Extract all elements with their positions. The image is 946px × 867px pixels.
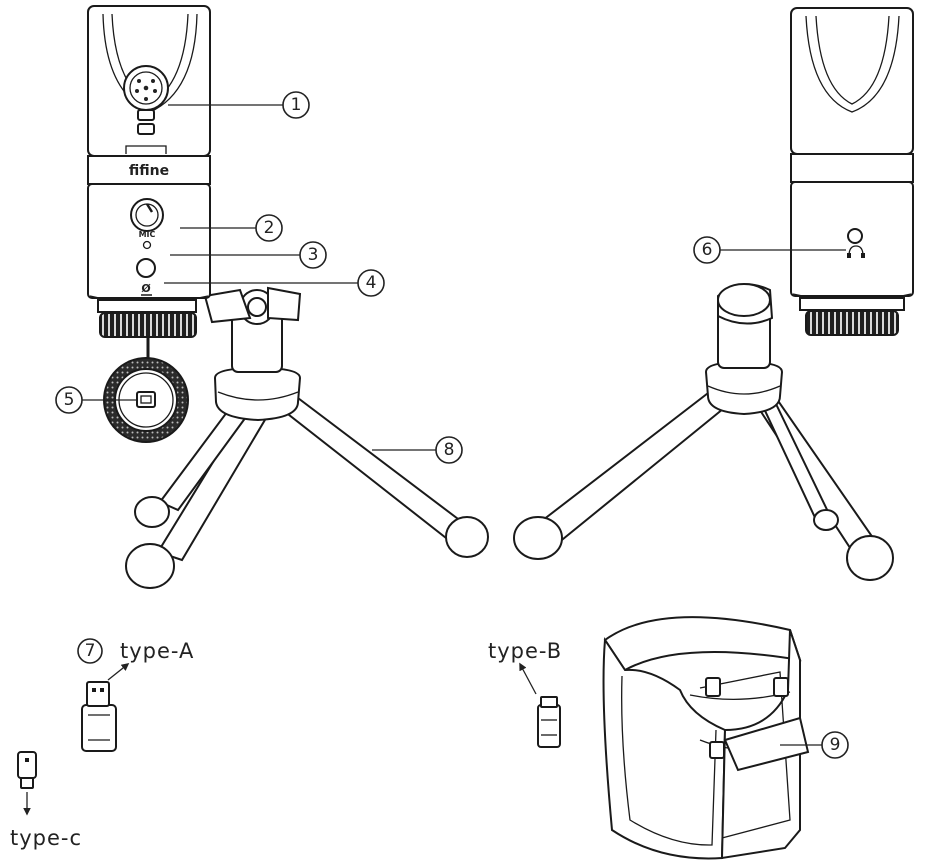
callout-9: 9 — [821, 731, 849, 759]
callout-1-number: 1 — [291, 95, 302, 115]
front-mic-body: MIC Ø — [87, 183, 211, 304]
type-b-label: type-B — [488, 639, 562, 663]
indicator-light — [142, 240, 152, 250]
front-tripod — [125, 286, 489, 589]
rear-headphone-jack[interactable] — [847, 228, 863, 244]
pop-filter-strap — [723, 716, 810, 772]
callout-4-number: 4 — [366, 273, 377, 293]
brand-logo: fifine — [129, 163, 169, 179]
usb-port-detail — [103, 357, 189, 443]
front-base-ring — [99, 312, 197, 338]
callout-5-number: 5 — [64, 390, 75, 410]
front-mic-head — [87, 5, 211, 157]
rear-microphone — [513, 7, 914, 581]
rear-base-ring — [805, 310, 899, 336]
type-a-connector — [81, 681, 117, 752]
usb-port — [136, 391, 156, 408]
callout-7: 7 — [77, 638, 103, 664]
type-b-connector — [537, 696, 561, 748]
callout-7-number: 7 — [85, 641, 96, 661]
callout-2: 2 — [255, 214, 283, 242]
type-c-connector — [17, 751, 37, 789]
front-microphone: fifine MIC Ø — [87, 5, 489, 589]
callout-5: 5 — [55, 386, 83, 414]
callout-4: 4 — [357, 269, 385, 297]
headphone-jack[interactable] — [136, 258, 156, 278]
pop-filter — [602, 616, 810, 860]
type-a-label: type-A — [120, 639, 194, 663]
mic-knob-label: MIC — [139, 230, 156, 239]
rear-mic-head — [790, 7, 914, 155]
type-c-label: type-c — [10, 826, 82, 850]
callout-1: 1 — [282, 91, 310, 119]
rear-mic-body — [790, 181, 914, 302]
mute-symbol: Ø — [141, 282, 151, 295]
callout-3-number: 3 — [308, 245, 319, 265]
callout-6-number: 6 — [702, 240, 713, 260]
callout-8: 8 — [435, 436, 463, 464]
callout-6: 6 — [693, 236, 721, 264]
leader-lines — [82, 104, 846, 746]
callout-3: 3 — [299, 241, 327, 269]
callout-2-number: 2 — [264, 218, 275, 238]
callout-9-number: 9 — [830, 735, 841, 755]
callout-8-number: 8 — [444, 440, 455, 460]
usb-cable: type-A type-B type-c — [10, 639, 562, 850]
rear-tripod — [513, 283, 894, 581]
